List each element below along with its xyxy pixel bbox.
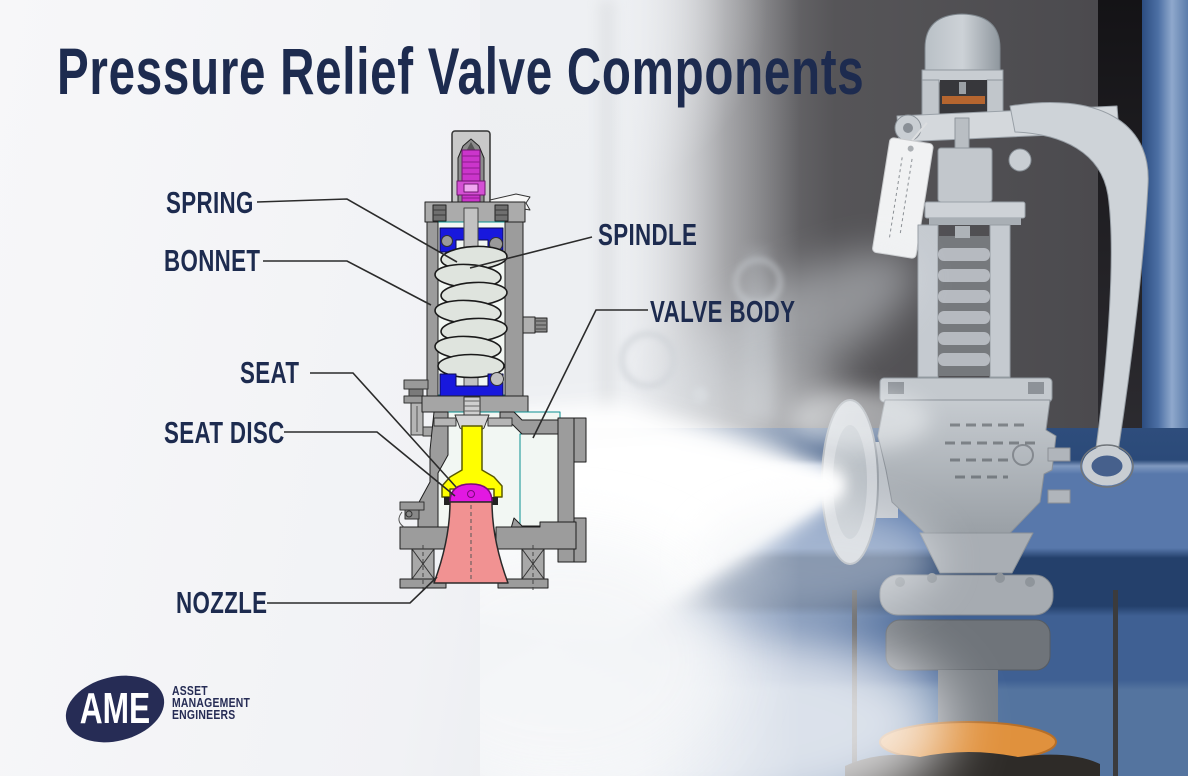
label-nozzle: NOZZLE xyxy=(176,585,268,620)
diagram-bolt-hatch xyxy=(411,548,545,580)
photo-blue-edge xyxy=(1142,0,1188,482)
label-seat-disc: SEAT DISC xyxy=(164,415,285,450)
label-bonnet: BONNET xyxy=(164,243,261,278)
label-valve-body: VALVE BODY xyxy=(650,294,796,329)
label-spring: SPRING xyxy=(166,185,254,220)
ame-logo-abbrev: AME xyxy=(79,684,151,733)
label-seat: SEAT xyxy=(240,355,300,390)
diagram-seat-disc xyxy=(449,483,493,503)
ame-logo: AME ASSET MANAGEMENT ENGINEERS xyxy=(58,665,302,758)
leader-seat xyxy=(310,372,457,488)
leader-nozzle xyxy=(267,576,438,604)
ame-logo-name: ASSET MANAGEMENT ENGINEERS xyxy=(172,683,251,722)
photo-cast-markings xyxy=(945,423,1035,479)
diagram-drain-clamp xyxy=(399,501,425,520)
leader-spring xyxy=(256,198,458,263)
leader-spindle xyxy=(469,236,593,269)
leader-valve-body xyxy=(532,309,648,439)
photo-spring-coils xyxy=(938,248,990,366)
ame-logo-mark: AME xyxy=(58,665,172,753)
page-title: Pressure Relief Valve Components xyxy=(57,34,865,108)
diagram-spring xyxy=(434,245,508,379)
leader-bonnet xyxy=(263,260,432,306)
label-spindle: SPINDLE xyxy=(598,217,698,252)
photo-real-valve xyxy=(480,0,1188,776)
diagram-gag-fitting xyxy=(403,379,437,437)
leader-seat-disc xyxy=(284,431,456,497)
photo-valve-cap xyxy=(924,13,1001,74)
valve-cross-section-diagram xyxy=(398,130,587,590)
